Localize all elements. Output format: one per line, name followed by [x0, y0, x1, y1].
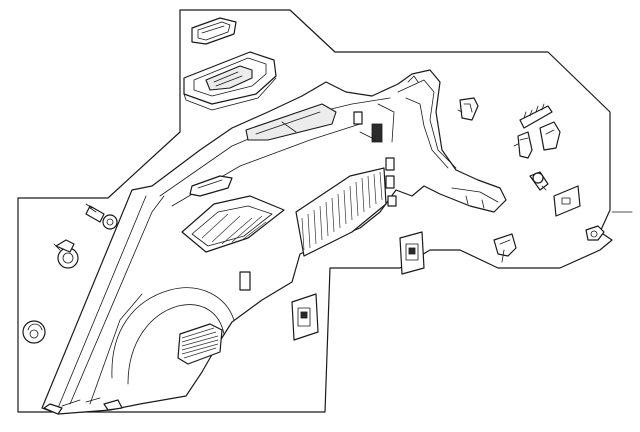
- bulb: [529, 171, 549, 191]
- group-boundary-outline: [17, 9, 613, 413]
- grommet-right: [585, 225, 605, 241]
- cover-cap: [539, 121, 561, 151]
- access-cover-mid: [399, 231, 425, 275]
- quarter-trim-panel: [41, 69, 507, 415]
- access-cover-lower: [291, 293, 319, 341]
- grab-handle-upper: [191, 17, 237, 45]
- screw-fastener: [85, 203, 118, 230]
- bracket-pad: [519, 103, 553, 129]
- wedge-clip: [493, 233, 517, 263]
- grab-handle-bezel: [183, 51, 277, 111]
- retainer-clip-a: [457, 97, 479, 121]
- round-clip: [22, 320, 46, 344]
- retainer-clip-c: [553, 185, 581, 217]
- push-clip: [53, 239, 79, 269]
- retainer-clip-b: [513, 131, 533, 159]
